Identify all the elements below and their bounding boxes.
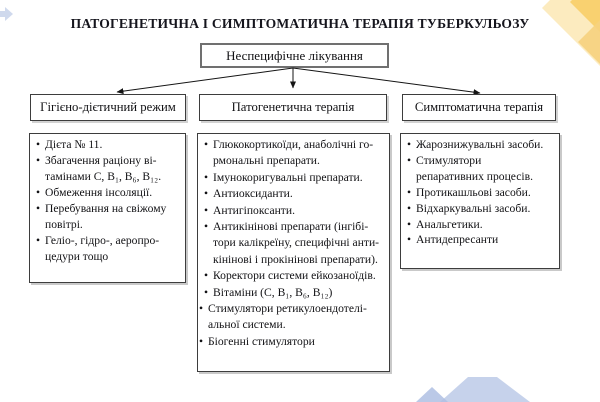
bullet-icon: • <box>407 217 412 231</box>
root-node-nonspecific-treatment: Неспецифічне лікування <box>200 43 389 68</box>
hygiene-diet-list-box: •Дієта № 11. •Збагачення раціону ві- там… <box>29 133 186 283</box>
list-item: •Антиоксиданти. <box>204 186 384 202</box>
bullet-icon: • <box>36 154 41 167</box>
bullet-icon: • <box>199 334 204 348</box>
list-item: •Геліо-, гідро-, аеропро- цедури тощо <box>36 234 160 263</box>
bullet-icon: • <box>407 153 412 167</box>
list-item: •Протикашльові засоби. <box>407 185 531 199</box>
header-symptomatic-therapy: Симптоматична терапія <box>402 94 556 121</box>
list-item: •Стимулятори репаративних процесів. <box>407 153 533 183</box>
list-item: •Дієта № 11. <box>36 138 103 151</box>
list-item: •Жарознижувальні засоби. <box>407 138 544 151</box>
bullet-icon: • <box>204 170 209 184</box>
list-item: •Антигіпоксанти. <box>204 203 384 219</box>
header-label: Симптоматична терапія <box>414 100 544 114</box>
bullet-icon: • <box>407 233 412 247</box>
bullet-icon: • <box>36 234 41 247</box>
list-item: •Вітаміни (С, В₁, В₆, В₁₂) <box>204 285 384 301</box>
bullet-icon: • <box>204 203 209 217</box>
arrow-to-symptomatic <box>292 67 481 96</box>
bullet-list: •Дієта № 11. •Збагачення раціону ві- там… <box>36 137 180 265</box>
bullet-icon: • <box>204 285 209 299</box>
bullet-icon: • <box>204 138 209 151</box>
list-item: •Антикінінові препарати (інгібі- тори ка… <box>204 220 380 266</box>
list-item: •Анальгетики. <box>407 217 483 231</box>
list-item: •Відхаркувальні засоби. <box>407 201 531 215</box>
arrow-to-hygiene <box>116 67 294 95</box>
header-pathogenetic-therapy: Патогенетична терапія <box>199 94 387 121</box>
bullet-icon: • <box>36 202 41 215</box>
bullet-icon: • <box>199 302 204 316</box>
root-node-label: Неспецифічне лікування <box>226 47 363 63</box>
bottom-accent-triangles-icon <box>416 377 530 402</box>
list-item: •Коректори системи ейкозаноїдів. <box>204 268 384 284</box>
symptomatic-therapy-list-box: •Жарознижувальні засоби. •Стимулятори ре… <box>400 133 560 269</box>
list-item: •Збагачення раціону ві- тамінами С, В₁, … <box>36 154 162 183</box>
list-item: •Глюкокортикоїди, анаболічні го- рмональ… <box>204 138 374 168</box>
bullet-list: •Глюкокортикоїди, анаболічні го- рмональ… <box>199 137 384 350</box>
corner-accent-yellow-icon <box>542 0 600 66</box>
bullet-icon: • <box>204 220 209 234</box>
bullet-icon: • <box>204 187 209 201</box>
bullet-icon: • <box>36 186 41 199</box>
list-item: •Імунокоригувальні препарати. <box>204 170 384 186</box>
list-item: •Обмеження інсоляції. <box>36 186 153 199</box>
list-item: •Біогенні стимулятори <box>199 334 384 350</box>
bullet-icon: • <box>407 201 412 215</box>
bullet-icon: • <box>36 138 41 151</box>
list-item: •Стимулятори ретикулоендотелі- альної си… <box>199 302 367 332</box>
bullet-icon: • <box>204 269 209 283</box>
bullet-icon: • <box>407 185 412 199</box>
page-title: ПАТОГЕНЕТИЧНА І СИМПТОМАТИЧНА ТЕРАПІЯ ТУ… <box>70 16 530 31</box>
header-label: Патогенетична терапія <box>231 100 355 114</box>
header-label: Гігієно-дієтичний режим <box>40 100 176 114</box>
bullet-icon: • <box>407 138 412 151</box>
list-item: •Перебування на свіжому повітрі. <box>36 202 167 231</box>
bullet-list: •Жарознижувальні засоби. •Стимулятори ре… <box>407 137 554 248</box>
pathogenetic-therapy-list-box: •Глюкокортикоїди, анаболічні го- рмональ… <box>197 133 390 372</box>
header-hygiene-diet-regime: Гігієно-дієтичний режим <box>30 94 186 121</box>
list-item: •Антидепресанти <box>407 233 499 247</box>
